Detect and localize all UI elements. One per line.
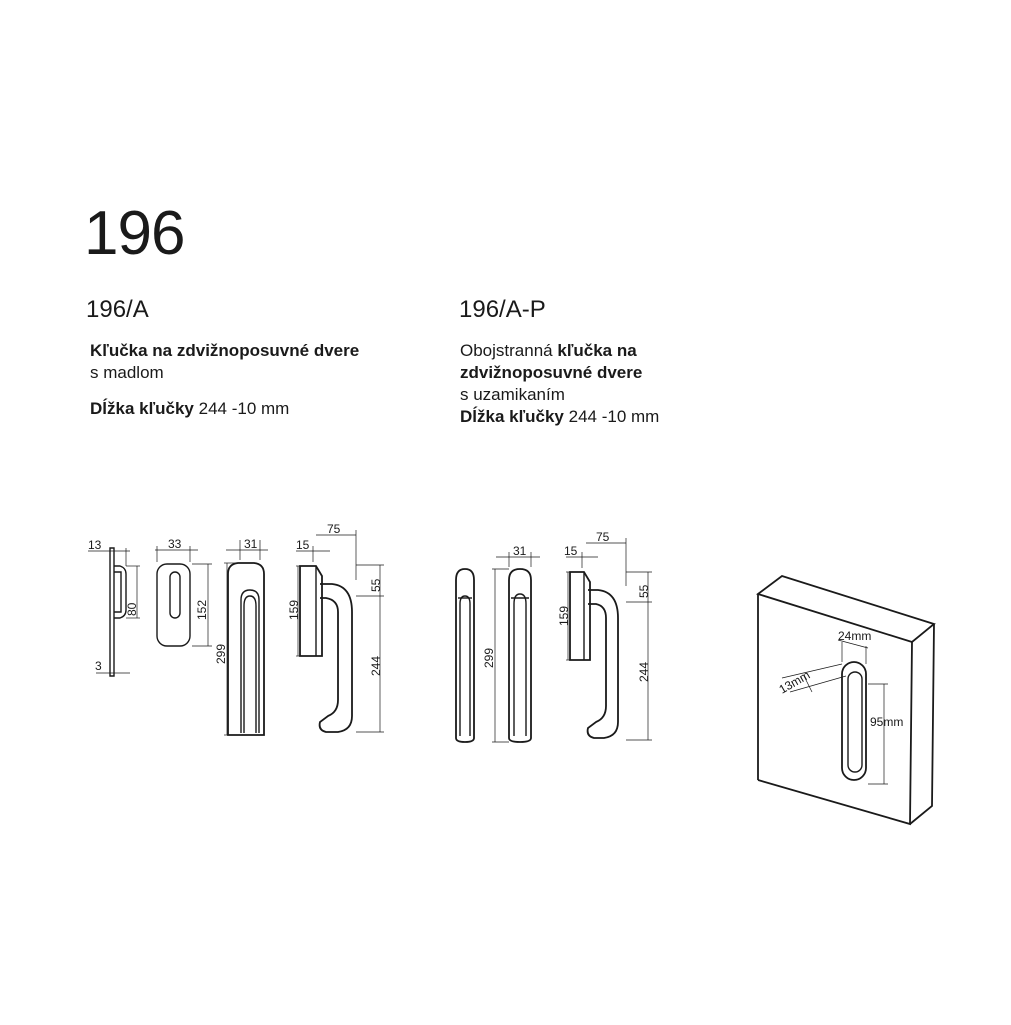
a-dim-13: 13 — [88, 538, 102, 552]
a-handle-front: 31 299 — [214, 537, 268, 736]
a-dim-3: 3 — [95, 659, 102, 673]
a-handle-side: 15 75 159 55 244 — [287, 522, 384, 733]
a-dim-159: 159 — [287, 600, 301, 620]
variant-a-length-label: Dĺžka kľučky — [90, 399, 194, 418]
variant-ap-length-label: Dĺžka kľučky — [460, 407, 564, 426]
a-plate-side-view: 13 80 3 — [88, 538, 140, 677]
ap-dim-15: 15 — [564, 544, 578, 558]
variant-ap-description: Obojstranná kľučka na zdvižnoposuvné dve… — [460, 340, 659, 428]
ap-dim-55: 55 — [637, 584, 651, 598]
ap-handle-left — [455, 568, 475, 743]
ap-dim-159: 159 — [557, 606, 571, 626]
a-dim-15: 15 — [296, 538, 310, 552]
a-dim-80: 80 — [125, 602, 139, 616]
ap-dim-75: 75 — [596, 530, 610, 544]
variant-a-line2: s madlom — [90, 363, 164, 382]
ap-dim-244: 244 — [637, 662, 651, 682]
a-dim-31: 31 — [244, 537, 258, 551]
variant-ap-code: 196/A-P — [459, 296, 546, 323]
iso-dim-depth: 13mm — [777, 668, 813, 697]
a-flush-plate-front: 33 152 — [155, 537, 212, 647]
a-dim-75: 75 — [327, 522, 341, 536]
ap-handle-side: 15 75 159 55 244 — [557, 530, 652, 741]
isometric-door-recess: 24mm 13mm 95mm — [756, 575, 936, 826]
variant-ap-line1-normal: Obojstranná — [460, 341, 553, 360]
a-dim-55: 55 — [369, 578, 383, 592]
iso-dim-height: 95mm — [870, 715, 903, 729]
variant-a-code: 196/A — [86, 296, 149, 323]
variant-a-description: Kľučka na zdvižnoposuvné dvere s madlom … — [90, 340, 359, 420]
iso-dim-width: 24mm — [838, 629, 871, 643]
ap-handle-front: 31 299 — [482, 544, 540, 743]
a-dim-152: 152 — [195, 600, 209, 620]
ap-dim-299: 299 — [482, 648, 496, 668]
variant-a-length-value: 244 -10 mm — [198, 399, 290, 418]
variant-ap-length-value: 244 -10 mm — [568, 407, 660, 426]
variant-ap-line1-bold: kľučka na — [557, 341, 637, 360]
variant-ap-line2: zdvižnoposuvné dvere — [460, 363, 643, 382]
variant-ap-line3: s uzamikaním — [460, 385, 565, 404]
a-dim-244: 244 — [369, 656, 383, 676]
a-dim-33: 33 — [168, 537, 182, 551]
ap-dim-31: 31 — [513, 544, 527, 558]
variant-a-line1: Kľučka na zdvižnoposuvné dvere — [90, 341, 360, 360]
a-dim-299: 299 — [214, 644, 228, 664]
page-title: 196 — [84, 199, 185, 268]
